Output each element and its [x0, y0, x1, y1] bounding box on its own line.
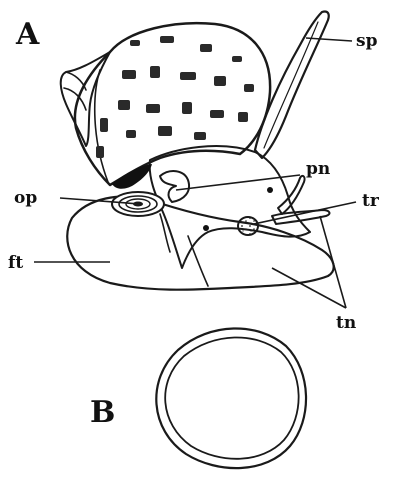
- eye: [267, 187, 273, 193]
- label-tr: tr: [362, 191, 380, 211]
- leader-line-sp: [306, 38, 352, 41]
- trunk: [238, 217, 258, 235]
- shell-mottling: [96, 36, 254, 158]
- leader-line-tn: [272, 268, 346, 308]
- panel-label-b: B: [90, 395, 115, 430]
- panel-label-a: A: [15, 17, 40, 52]
- shell-aperture-shadow: [112, 164, 152, 189]
- operculum-outer: [156, 328, 306, 468]
- label-op: op: [14, 188, 37, 208]
- siphon: [255, 11, 329, 158]
- shell: [75, 23, 270, 185]
- eye: [203, 225, 209, 231]
- leader-line-pn: [176, 175, 300, 190]
- label-ft: ft: [8, 253, 23, 273]
- panel-a-illustration: [61, 11, 334, 289]
- operculum-inner: [165, 337, 298, 458]
- penis: [160, 171, 189, 202]
- label-sp: sp: [356, 31, 378, 51]
- label-tn: tn: [336, 313, 356, 333]
- panel-b-illustration: [156, 328, 306, 468]
- leader-line-tn: [320, 216, 346, 308]
- label-pn: pn: [306, 159, 330, 179]
